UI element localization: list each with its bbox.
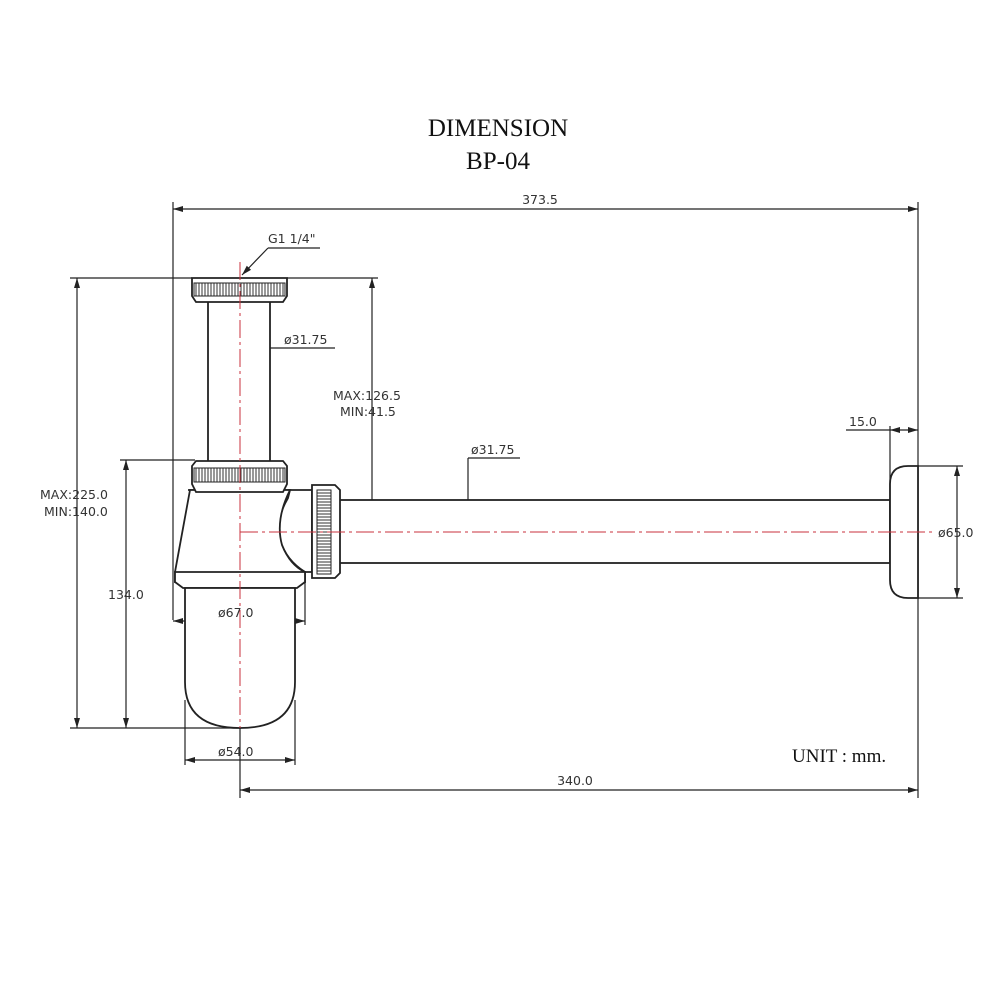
wall-flange [889,465,919,599]
overall-width-label: 373.5 [522,192,558,207]
centerlines [239,262,935,728]
height-min-label: MIN:140.0 [44,504,108,519]
outlet-length-label: 340.0 [557,773,593,788]
flange-dia-label: ø65.0 [938,525,974,540]
adjust-max-label: MAX:126.5 [333,388,401,403]
unit-note: UNIT : mm. [792,746,886,767]
inlet-tube [207,299,271,463]
extension-lines [70,202,963,798]
adjust-min-label: MIN:41.5 [340,404,396,419]
body-height-label: 134.0 [108,587,144,602]
inlet-tube-dia-label: ø31.75 [284,332,327,347]
thread-label: G1 1/4" [268,231,315,246]
cup-collar [174,571,306,589]
height-max-label: MAX:225.0 [40,487,108,502]
title-line2: BP-04 [466,148,530,175]
outlet-tube-dia-label: ø31.75 [471,442,514,457]
cup-dia-label: ø54.0 [218,744,254,759]
cup-top-dia-label: ø67.0 [218,605,254,620]
flange-depth-label: 15.0 [849,414,877,429]
title-line1: DIMENSION [428,115,568,142]
